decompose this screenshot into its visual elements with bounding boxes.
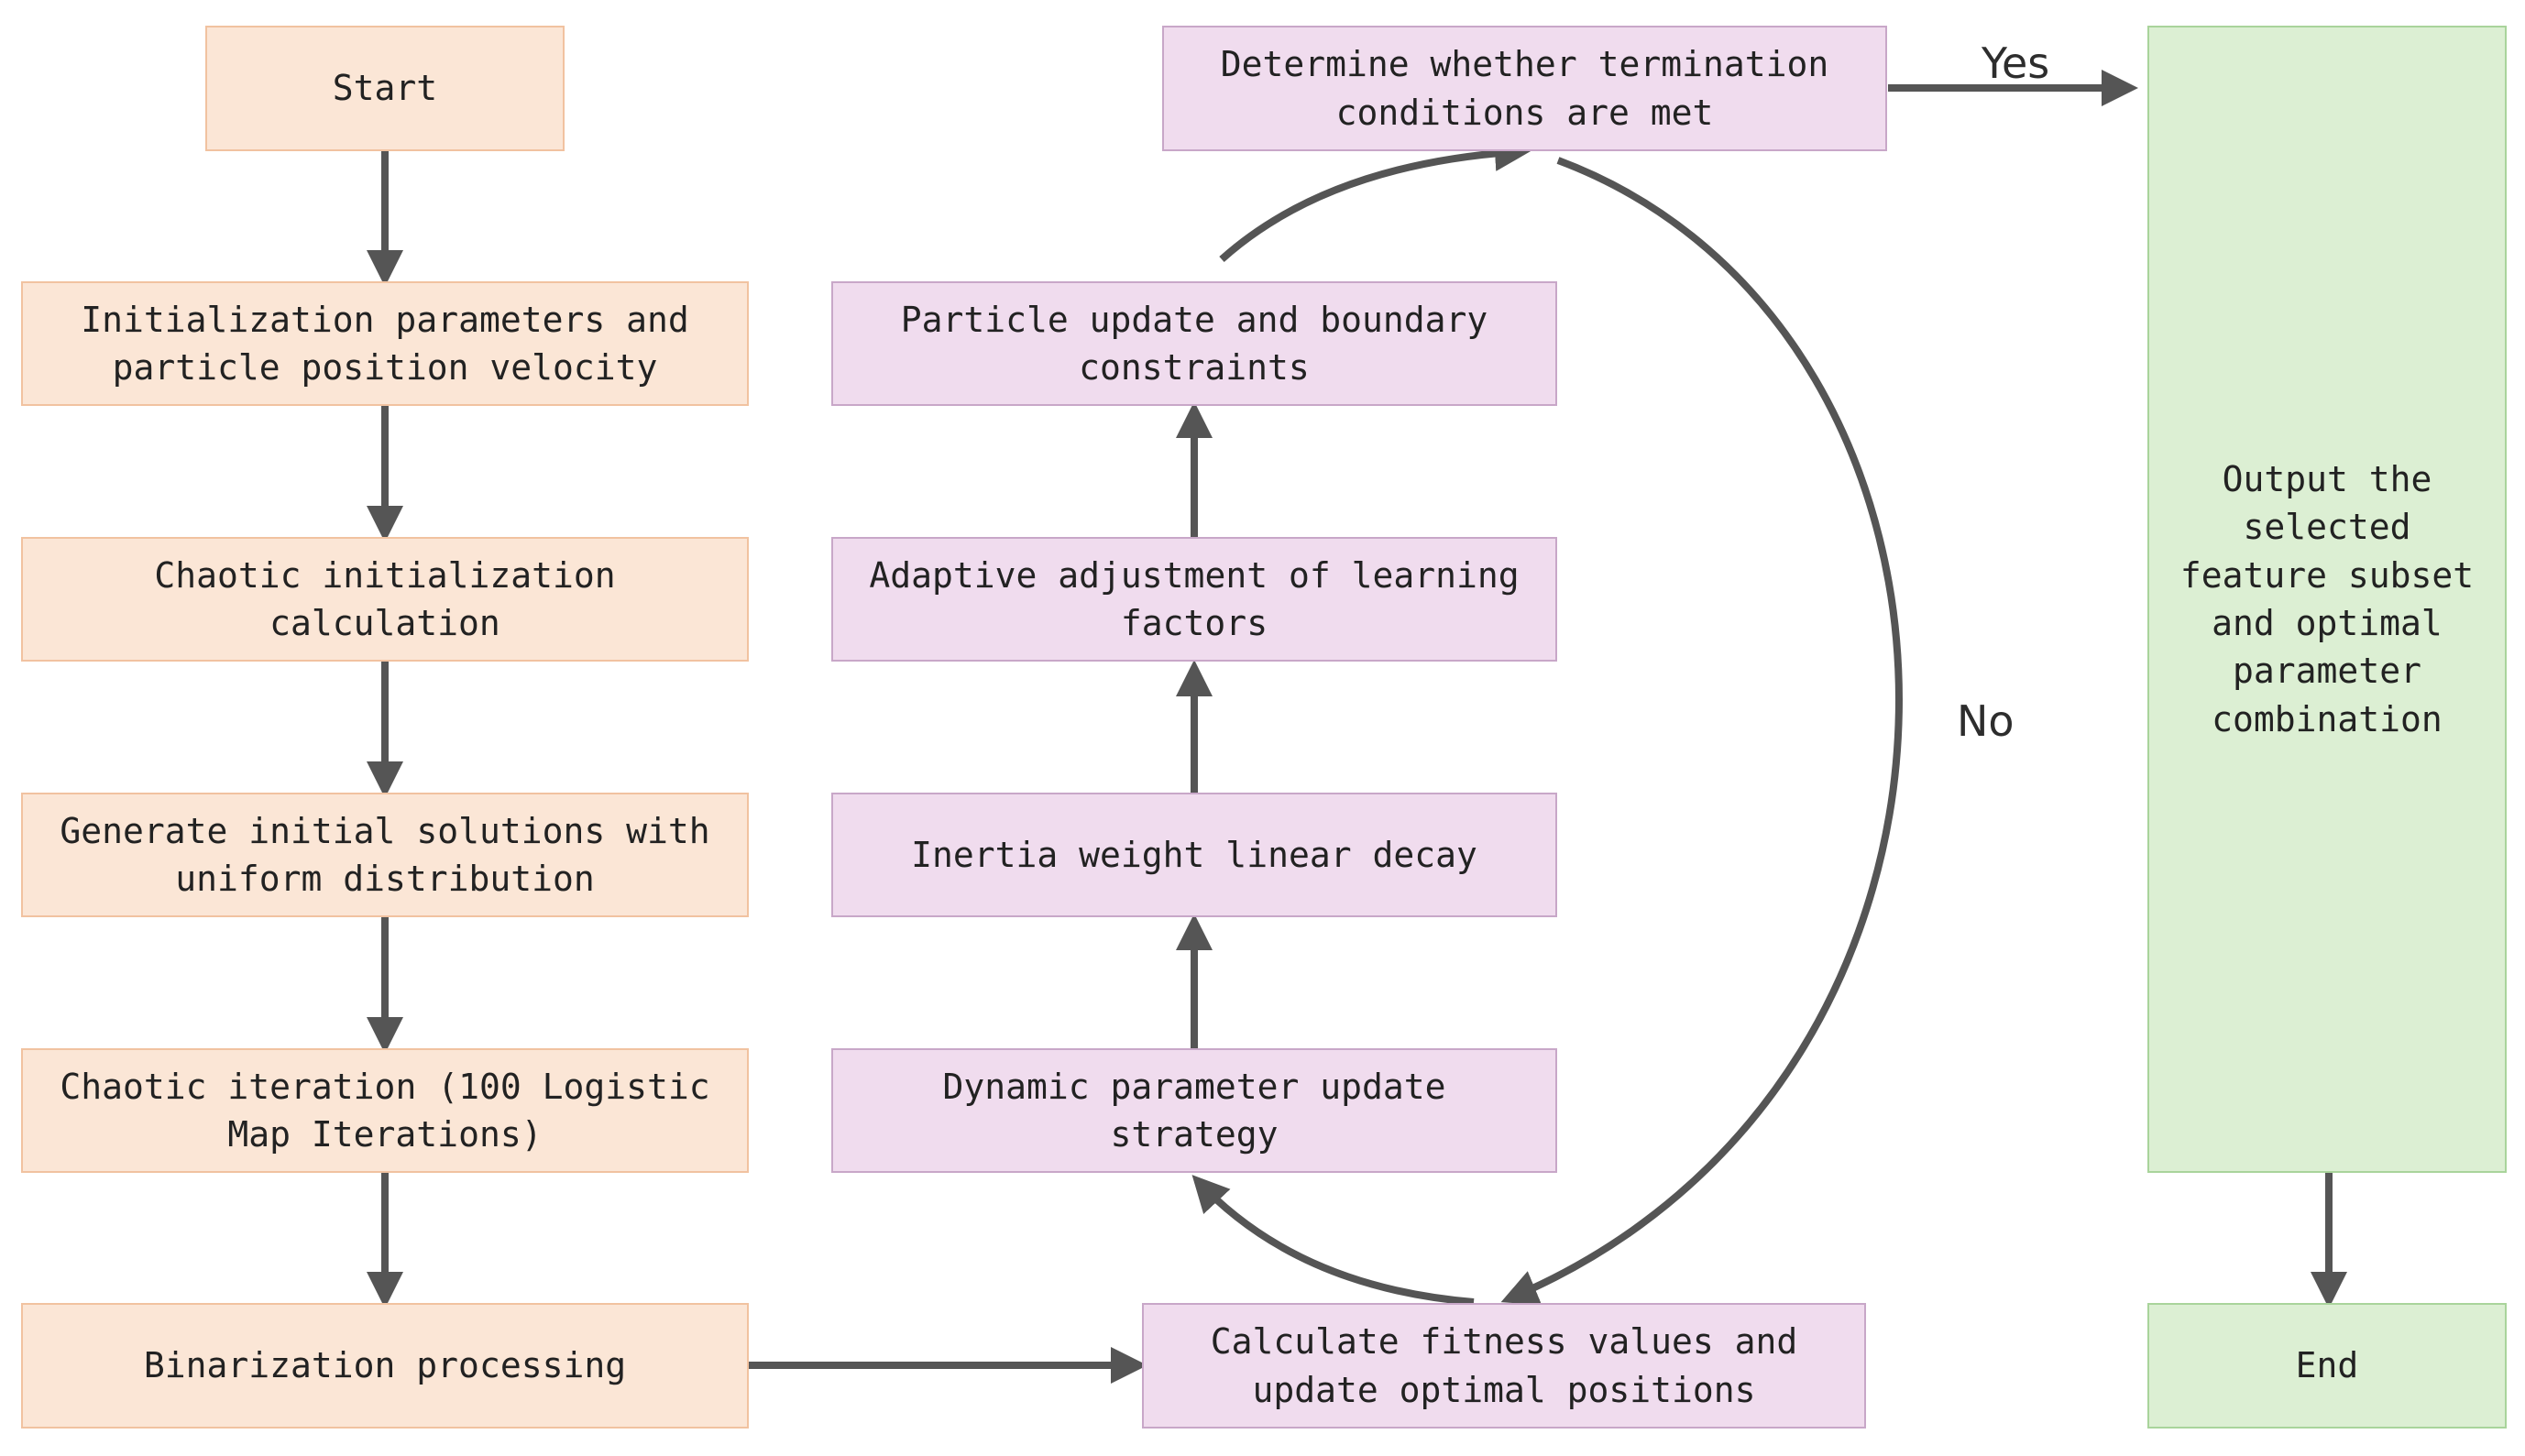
start-node: Start	[205, 26, 565, 151]
arrow-fitness-to-dynamic	[1191, 1175, 1475, 1306]
output-node: Output the selected feature subset and o…	[2147, 26, 2507, 1173]
termination-check-node: Determine whether termination conditions…	[1162, 26, 1887, 151]
inertia-weight-node: Inertia weight linear decay	[831, 793, 1557, 917]
chaotic-initialization-node: Chaotic initialization calculation	[21, 537, 749, 662]
dynamic-parameter-node: Dynamic parameter update strategy	[831, 1048, 1557, 1173]
init-parameters-node: Initialization parameters and particle p…	[21, 281, 749, 406]
end-node: End	[2147, 1303, 2507, 1429]
fitness-calculation-node: Calculate fitness values and update opti…	[1142, 1303, 1866, 1429]
particle-update-node: Particle update and boundary constraints	[831, 281, 1557, 406]
binarization-node: Binarization processing	[21, 1303, 749, 1429]
yes-label: Yes	[1982, 38, 2050, 88]
no-label: No	[1957, 696, 2015, 746]
adaptive-learning-node: Adaptive adjustment of learning factors	[831, 537, 1557, 662]
chaotic-iteration-node: Chaotic iteration (100 Logistic Map Iter…	[21, 1048, 749, 1173]
arrow-termination-to-fitness-no	[1500, 157, 1903, 1306]
uniform-distribution-node: Generate initial solutions with uniform …	[21, 793, 749, 917]
arrow-particle-to-termination	[1219, 134, 1531, 262]
